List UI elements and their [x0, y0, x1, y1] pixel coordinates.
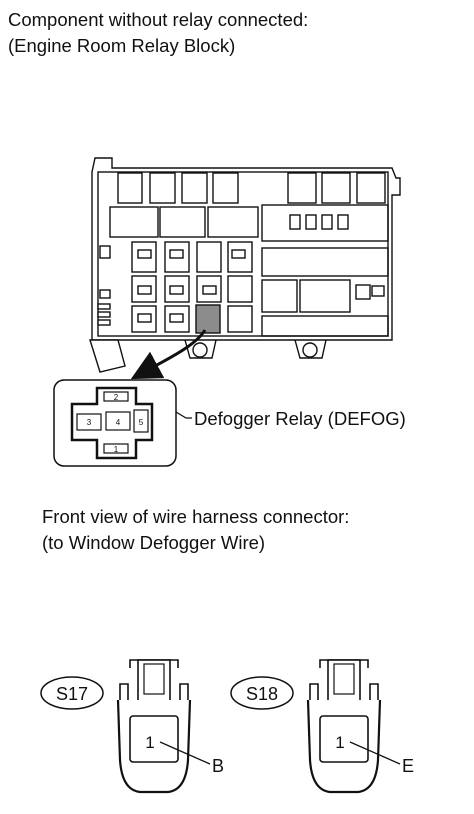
relay-pin-5: 5	[139, 418, 144, 427]
connector-s17-pin: 1	[145, 733, 154, 752]
connector-s18-terminal: E	[402, 756, 414, 776]
connector-s17-terminal: B	[212, 756, 224, 776]
relay-callout-label: Defogger Relay (DEFOG)	[194, 408, 406, 429]
section1-heading-line1: Component without relay connected:	[8, 9, 309, 30]
relay-pin-4: 4	[116, 418, 121, 427]
relay-pin-2: 2	[114, 393, 119, 402]
connector-s18-pin: 1	[335, 733, 344, 752]
relay-pin-1: 1	[114, 445, 119, 454]
section2-heading-line1: Front view of wire harness connector:	[42, 506, 350, 527]
pointer-arrow	[130, 329, 207, 380]
section2-heading-line2: (to Window Defogger Wire)	[42, 532, 266, 553]
defog-relay-slot	[195, 304, 221, 334]
relay-block	[89, 157, 401, 373]
relay-detail: 2 3 4 5 1	[53, 379, 177, 467]
connector-s17-tag: S17	[56, 684, 88, 704]
connector-s17: S17 1 B	[40, 659, 224, 794]
connector-s18: S18 1 E	[230, 659, 414, 794]
relay-callout-leader	[175, 411, 192, 419]
relay-pin-3: 3	[87, 418, 92, 427]
connector-s18-tag: S18	[246, 684, 278, 704]
section1-heading-line2: (Engine Room Relay Block)	[8, 35, 236, 56]
